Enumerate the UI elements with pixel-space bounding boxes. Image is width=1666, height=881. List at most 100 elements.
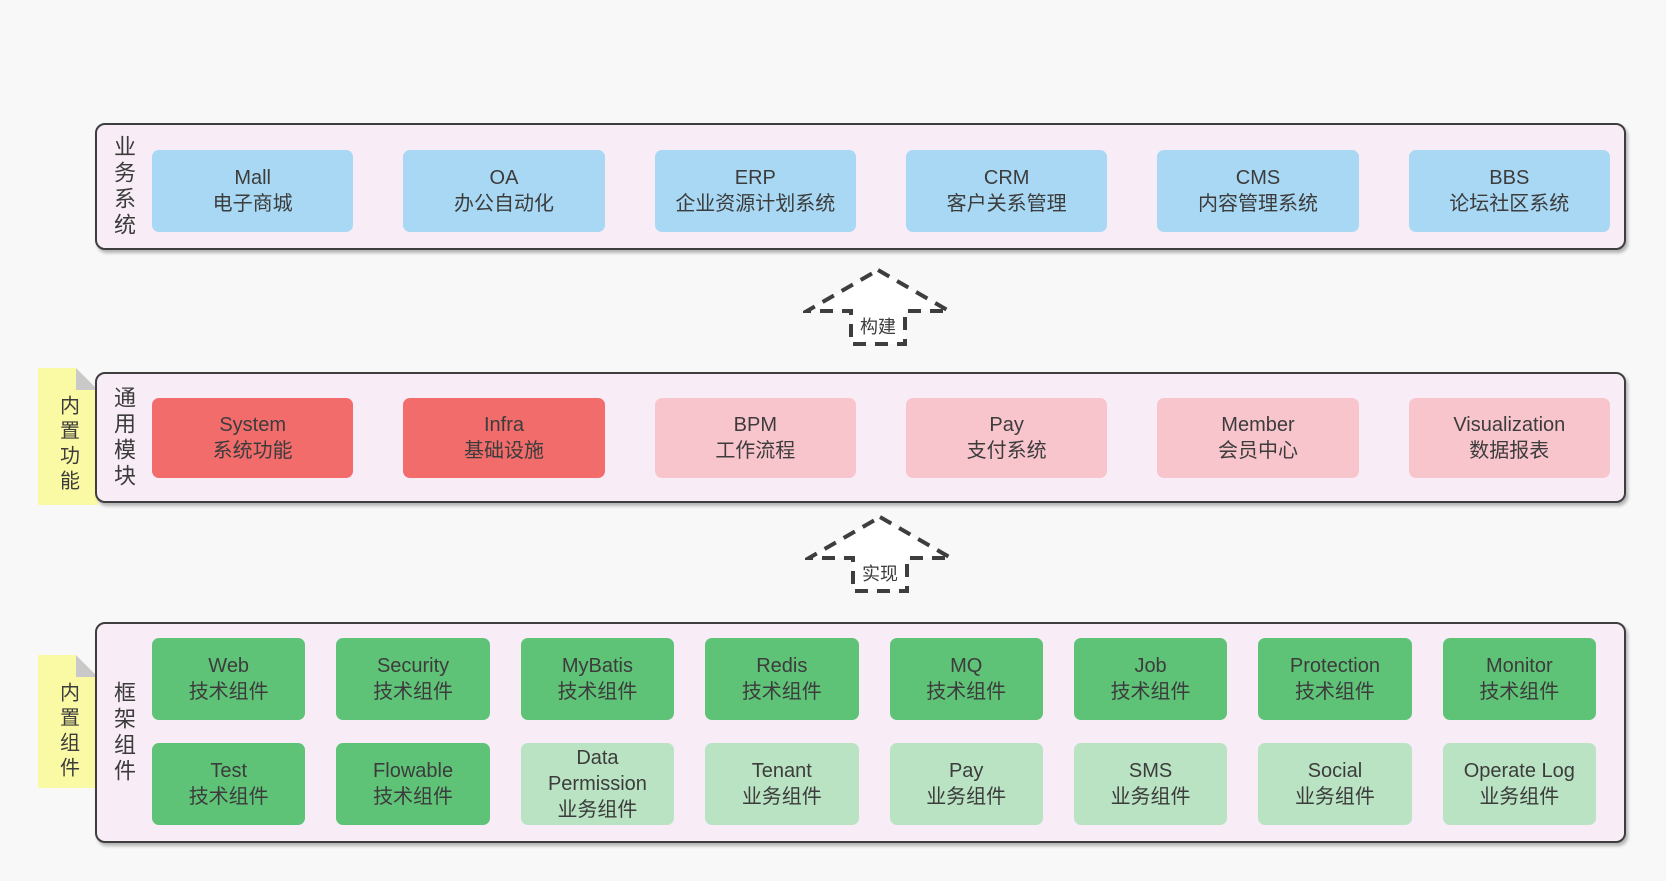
box-bbs: BBS 论坛社区系统	[1408, 150, 1610, 232]
box-redis: Redis 技术组件	[705, 638, 859, 720]
box-monitor: Monitor 技术组件	[1442, 638, 1596, 720]
box-job: Job 技术组件	[1073, 638, 1228, 720]
box-title: Protection	[1289, 655, 1380, 677]
box-erp: ERP 企业资源计划系统	[654, 150, 856, 232]
box-subtitle: 技术组件	[373, 786, 454, 808]
box-title: OA	[489, 167, 519, 189]
layer-framework-components-label: 框架组件	[111, 680, 136, 785]
box-title: ERP	[734, 167, 776, 189]
box-title: Monitor	[1485, 655, 1553, 677]
box-subtitle: 客户关系管理	[946, 193, 1067, 215]
box-sms: SMS 业务组件	[1073, 743, 1228, 825]
box-title: Mall	[234, 167, 271, 189]
box-subtitle: 技术组件	[1294, 681, 1375, 703]
box-subtitle: 业务组件	[926, 786, 1007, 808]
box-member: Member 会员中心	[1157, 398, 1359, 478]
box-subtitle: 技术组件	[1110, 681, 1191, 703]
box-title: Security	[376, 655, 450, 677]
layer-framework-components: 框架组件 Web 技术组件 Security 技术组件 MyBatis 技术组件…	[95, 622, 1626, 843]
box-pay-system: Pay 支付系统	[905, 398, 1108, 478]
box-subtitle: 业务组件	[1294, 786, 1375, 808]
box-subtitle: 技术组件	[557, 681, 638, 703]
box-crm: CRM 客户关系管理	[905, 150, 1108, 232]
framework-row-1: Web 技术组件 Security 技术组件 MyBatis 技术组件 Redi…	[152, 638, 1596, 720]
box-subtitle: 论坛社区系统	[1449, 193, 1570, 215]
box-flowable: Flowable 技术组件	[336, 743, 490, 825]
box-protection: Protection 技术组件	[1258, 638, 1412, 720]
framework-components-grid: Web 技术组件 Security 技术组件 MyBatis 技术组件 Redi…	[152, 638, 1596, 825]
box-subtitle: 企业资源计划系统	[675, 193, 836, 215]
box-title: Pay	[948, 760, 984, 782]
box-subtitle: 数据报表	[1469, 440, 1550, 462]
box-title: Operate Log	[1463, 760, 1575, 782]
box-subtitle: 工作流程	[715, 440, 796, 462]
box-pay-component: Pay 业务组件	[889, 743, 1043, 825]
box-title: Infra	[483, 414, 524, 436]
box-subtitle: 技术组件	[188, 786, 269, 808]
box-title: Member	[1221, 414, 1295, 436]
note-built-in-components: 内置组件	[38, 655, 98, 788]
box-title: CRM	[983, 167, 1030, 189]
box-title: Web	[208, 655, 250, 677]
box-subtitle: 会员中心	[1217, 440, 1298, 462]
box-mybatis: MyBatis 技术组件	[520, 638, 675, 720]
box-title: CMS	[1235, 167, 1281, 189]
box-subtitle: 电子商城	[212, 193, 293, 215]
box-subtitle: 支付系统	[966, 440, 1047, 462]
dashed-up-arrow-icon	[803, 267, 953, 346]
box-title: System	[219, 414, 286, 436]
box-bpm: BPM 工作流程	[654, 398, 856, 478]
box-test: Test 技术组件	[152, 743, 306, 825]
box-oa: OA 办公自动化	[403, 150, 605, 232]
box-subtitle: 业务组件	[741, 786, 822, 808]
box-infra: Infra 基础设施	[403, 398, 605, 478]
box-subtitle: 技术组件	[1479, 681, 1560, 703]
box-subtitle: 业务组件	[1479, 786, 1560, 808]
box-title: Pay	[989, 414, 1024, 436]
box-title: SMS	[1128, 760, 1173, 782]
box-subtitle: 技术组件	[926, 681, 1007, 703]
box-title: Job	[1134, 655, 1167, 677]
box-subtitle: 系统功能	[212, 440, 293, 462]
box-title: Redis	[756, 655, 808, 677]
box-subtitle: 技术组件	[188, 681, 269, 703]
box-title: MyBatis	[561, 655, 633, 677]
note-built-in-features: 内置功能	[38, 368, 98, 505]
layer-business-systems-label: 业务系统	[111, 134, 136, 239]
layer-common-modules: 通用模块 System 系统功能 Infra 基础设施 BPM 工作流程 Pay…	[95, 372, 1626, 503]
box-subtitle: 基础设施	[463, 440, 544, 462]
note-text: 内置功能	[56, 395, 79, 495]
box-security: Security 技术组件	[336, 638, 490, 720]
box-title: Tenant	[751, 760, 812, 782]
box-mq: MQ 技术组件	[889, 638, 1043, 720]
build-arrow: 构建	[803, 267, 953, 347]
box-subtitle: 办公自动化	[453, 193, 554, 215]
layer-business-systems: 业务系统 Mall 电子商城 OA 办公自动化 ERP 企业资源计划系统 CRM…	[95, 123, 1626, 250]
common-modules-row: System 系统功能 Infra 基础设施 BPM 工作流程 Pay 支付系统…	[152, 398, 1610, 478]
box-subtitle: 技术组件	[741, 681, 822, 703]
framework-row-2: Test 技术组件 Flowable 技术组件 Data Permission …	[152, 743, 1596, 825]
box-web: Web 技术组件	[152, 638, 306, 720]
box-title: Social	[1307, 760, 1363, 782]
implement-arrow: 实现	[805, 514, 955, 594]
business-systems-row: Mall 电子商城 OA 办公自动化 ERP 企业资源计划系统 CRM 客户关系…	[152, 150, 1610, 232]
box-visualization: Visualization 数据报表	[1408, 398, 1610, 478]
box-system: System 系统功能	[152, 398, 354, 478]
box-title: Flowable	[373, 760, 454, 782]
box-operate-log: Operate Log 业务组件	[1442, 743, 1596, 825]
layer-common-modules-label: 通用模块	[111, 385, 136, 490]
box-title: Visualization	[1453, 414, 1566, 436]
implement-arrow-label: 实现	[860, 560, 900, 586]
box-subtitle: 业务组件	[1110, 786, 1191, 808]
box-subtitle: 技术组件	[373, 681, 454, 703]
box-title: BBS	[1489, 167, 1530, 189]
box-mall: Mall 电子商城	[152, 150, 354, 232]
dashed-up-arrow-icon	[805, 514, 955, 593]
box-title: Test	[210, 760, 248, 782]
box-title: MQ	[950, 655, 983, 677]
box-social: Social 业务组件	[1258, 743, 1412, 825]
box-subtitle: 内容管理系统	[1197, 193, 1318, 215]
box-data-permission: Data Permission 业务组件	[520, 743, 675, 825]
box-cms: CMS 内容管理系统	[1157, 150, 1359, 232]
